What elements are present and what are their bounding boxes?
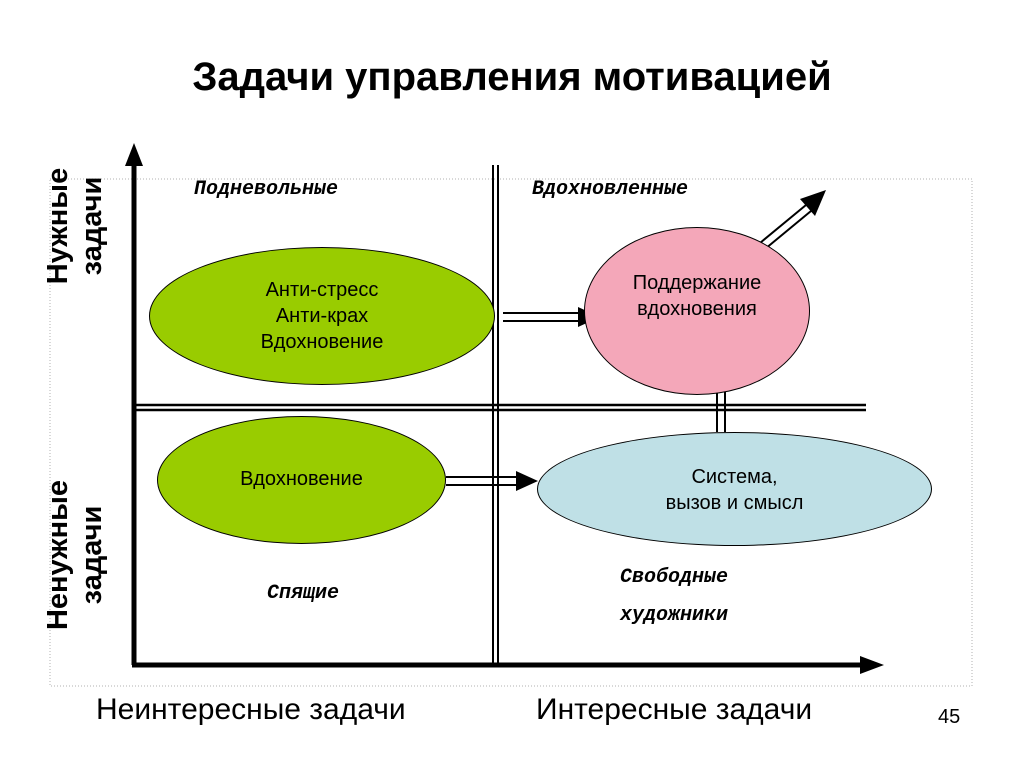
x-axis-arrowhead bbox=[860, 656, 884, 674]
dotted-frame bbox=[49, 178, 973, 687]
quadrant-bottom-left-label: Спящие bbox=[267, 582, 340, 605]
node-system: Система, вызов и смысл bbox=[537, 432, 932, 546]
node-support: Поддержание вдохновения bbox=[584, 227, 810, 395]
y-label-unneeded: Ненужные задачи bbox=[42, 479, 108, 631]
y-label-needed: Нужные задачи bbox=[42, 167, 108, 285]
page-number: 45 bbox=[938, 706, 961, 728]
x-label-interesting: Интересные задачи bbox=[536, 693, 813, 726]
y-axis-arrowhead bbox=[125, 143, 143, 166]
quadrant-top-left-label: Подневольные bbox=[194, 178, 339, 201]
node-inspiration: Вдохновение bbox=[157, 416, 446, 544]
x-label-uninteresting: Неинтересные задачи bbox=[96, 693, 406, 726]
arrow-support-outward bbox=[759, 190, 826, 250]
arrow-inspiration-to-system bbox=[446, 471, 538, 491]
quadrant-top-right-label: Вдохновленные bbox=[532, 178, 689, 201]
quadrant-bottom-right-label: Свободные художники bbox=[620, 566, 729, 627]
slide-title: Задачи управления мотивацией bbox=[192, 55, 832, 99]
node-anti-stress: Анти-стресс Анти-крах Вдохновение bbox=[149, 247, 495, 385]
